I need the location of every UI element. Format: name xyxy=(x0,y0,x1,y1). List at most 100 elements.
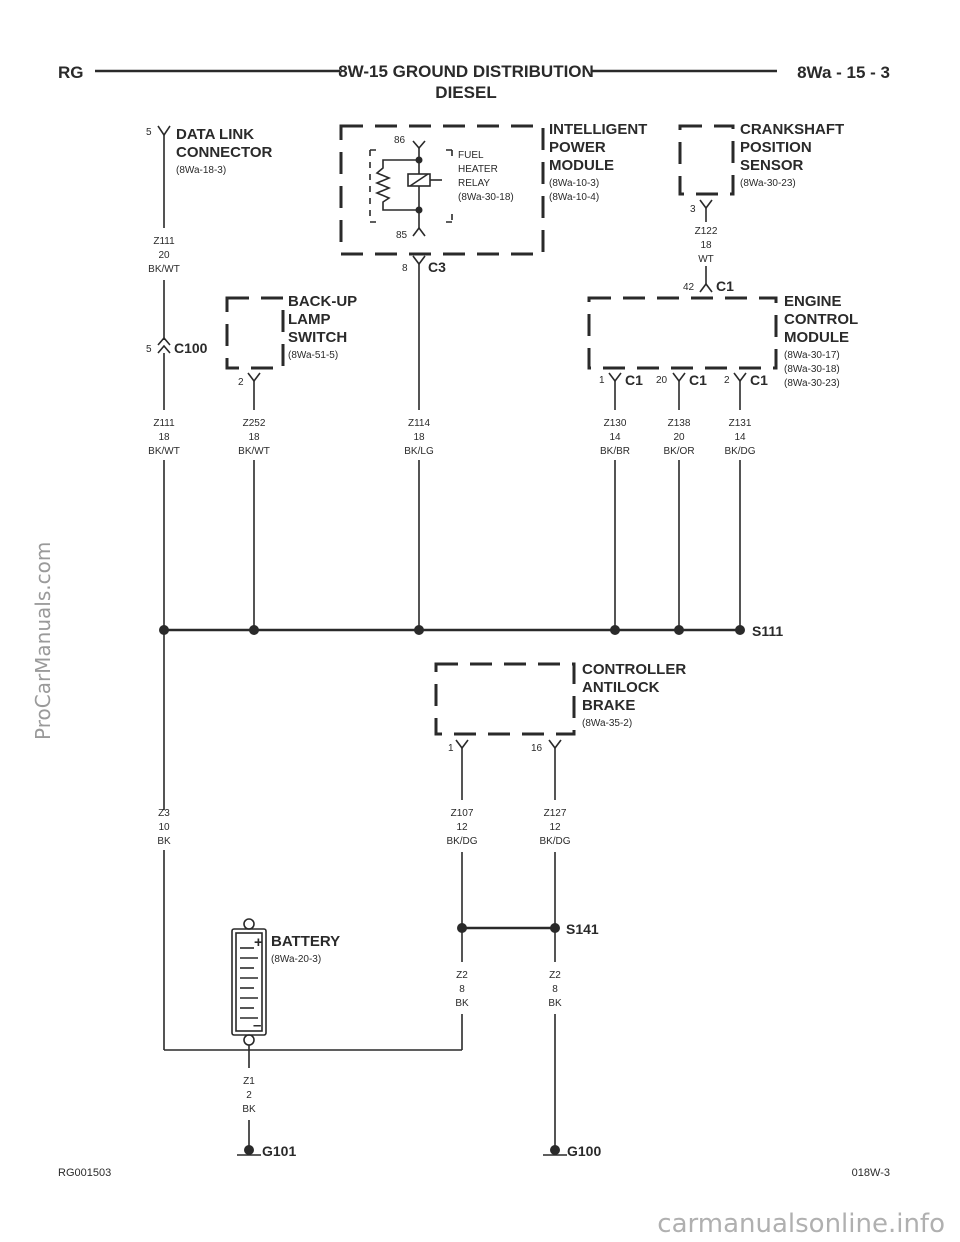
battery-plus-icon: + xyxy=(254,934,263,951)
c100-label: C100 xyxy=(174,340,208,356)
intelligent-power-module: INTELLIGENT POWER MODULE (8Wa-10-3) (8Wa… xyxy=(339,121,647,256)
relay-label-1: FUEL xyxy=(458,150,484,161)
wire-circuit: Z1 xyxy=(243,1076,255,1087)
ecm-conn-b: C1 xyxy=(689,372,707,388)
wire-color: BK/DG xyxy=(539,836,570,847)
side-watermark: ProCarManuals.com xyxy=(31,542,55,740)
battery-ref: (8Wa-20-3) xyxy=(271,954,321,965)
ecm-pin-c-icon xyxy=(733,372,747,383)
c100-pin: 5 xyxy=(146,344,152,355)
wire-circuit: Z130 xyxy=(604,418,627,429)
ground-g101: G101 xyxy=(237,1143,296,1159)
ipm-c3-connector: 8 C3 xyxy=(402,255,446,275)
dlc-ref: (8Wa-18-3) xyxy=(176,165,226,176)
battery-label: BATTERY xyxy=(271,933,340,950)
ipm-c3-label: C3 xyxy=(428,259,446,275)
ipm-c3-icon xyxy=(412,255,426,266)
header-right: 8Wa - 15 - 3 xyxy=(797,63,890,82)
ckp-label-3: SENSOR xyxy=(740,157,804,174)
wire-color: BK/DG xyxy=(724,446,755,457)
wire-color: BK/LG xyxy=(404,446,434,457)
relay-ref: (8Wa-30-18) xyxy=(458,192,514,203)
crankshaft-position-sensor: CRANKSHAFT POSITION SENSOR (8Wa-30-23) 3 xyxy=(678,121,844,215)
c100-connector: 5 C100 xyxy=(146,336,208,356)
ckp-connector-icon xyxy=(699,199,713,210)
wire-circuit: Z252 xyxy=(243,418,266,429)
ecm-pin-a: 1 xyxy=(599,375,605,386)
dlc-label-2: CONNECTOR xyxy=(176,144,273,161)
wire-label-z107: Z107 12 BK/DG xyxy=(446,808,477,847)
abs-label-3: BRAKE xyxy=(582,697,635,714)
abs-pin-a-icon xyxy=(455,739,469,750)
ckp-box xyxy=(678,124,735,196)
wire-gauge: 18 xyxy=(248,432,260,443)
abs-label-2: ANTILOCK xyxy=(582,679,660,696)
backup-switch-box xyxy=(225,296,285,370)
relay-pin-85-icon xyxy=(412,226,426,237)
ipm-ref-2: (8Wa-10-4) xyxy=(549,192,599,203)
wire-circuit: Z114 xyxy=(408,418,430,429)
wire-gauge: 12 xyxy=(549,822,561,833)
dlc-pin: 5 xyxy=(146,127,152,138)
abs-ref: (8Wa-35-2) xyxy=(582,718,632,729)
wire-color: BK/DG xyxy=(446,836,477,847)
backup-label-2: LAMP xyxy=(288,311,331,328)
dlc-connector-icon xyxy=(157,125,171,137)
s141-label: S141 xyxy=(566,921,599,937)
ipm-pin: 8 xyxy=(402,263,408,274)
relay-outline xyxy=(369,149,453,223)
abs-pin-a: 1 xyxy=(448,743,454,754)
relay-pin-86-icon xyxy=(412,140,426,150)
wire-color: BK xyxy=(157,836,171,847)
wire-label-z130: Z130 14 BK/BR xyxy=(600,418,630,457)
ckp-label-1: CRANKSHAFT xyxy=(740,121,844,138)
ecm-conn-c: C1 xyxy=(750,372,768,388)
ecm-ref-1: (8Wa-30-17) xyxy=(784,350,840,361)
relay-label-2: HEATER xyxy=(458,164,498,175)
page-header: RG 8W-15 GROUND DISTRIBUTION 8Wa - 15 - … xyxy=(58,62,890,102)
wire-gauge: 18 xyxy=(700,240,712,251)
backup-label-3: SWITCH xyxy=(288,329,347,346)
ecm-top-connector-icon xyxy=(699,282,713,293)
ecm-label-2: CONTROL xyxy=(784,311,858,328)
wire-label-z111-upper: Z111 20 BK/WT xyxy=(148,236,180,275)
ipm-label-3: MODULE xyxy=(549,157,614,174)
ecm-pin-a-icon xyxy=(608,372,622,383)
wire-gauge: 10 xyxy=(158,822,170,833)
wire-label-z2a: Z2 8 BK xyxy=(455,970,469,1009)
wire-label-z131: Z131 14 BK/DG xyxy=(724,418,755,457)
s111-node xyxy=(610,625,620,635)
ecm-ref-3: (8Wa-30-23) xyxy=(784,378,840,389)
dlc-label-1: DATA LINK xyxy=(176,126,254,143)
wire-color: BK xyxy=(242,1104,256,1115)
wire-gauge: 18 xyxy=(413,432,425,443)
wire-label-z122: Z122 18 WT xyxy=(695,226,718,265)
wire-gauge: 18 xyxy=(158,432,170,443)
header-left: RG xyxy=(58,63,84,82)
ecm-ref-2: (8Wa-30-18) xyxy=(784,364,840,375)
relay-pin-85: 85 xyxy=(396,230,408,241)
g101-label: G101 xyxy=(262,1143,296,1159)
relay-pin-86: 86 xyxy=(394,135,406,146)
ipm-ref-1: (8Wa-10-3) xyxy=(549,178,599,189)
c100-female-icon xyxy=(157,336,171,346)
abs-label-1: CONTROLLER xyxy=(582,661,686,678)
s111-node xyxy=(249,625,259,635)
relay-label-3: RELAY xyxy=(458,178,490,189)
wire-label-z138: Z138 20 BK/OR xyxy=(663,418,694,457)
backup-lamp-switch: BACK-UP LAMP SWITCH (8Wa-51-5) 2 xyxy=(225,293,357,388)
wire-label-z2b: Z2 8 BK xyxy=(548,970,562,1009)
wire-circuit: Z127 xyxy=(544,808,567,819)
abs-pin-b-icon xyxy=(548,739,562,750)
wire-color: BK/OR xyxy=(663,446,694,457)
s111-node xyxy=(674,625,684,635)
ecm-conn-a: C1 xyxy=(625,372,643,388)
header-title: 8W-15 GROUND DISTRIBUTION xyxy=(338,62,594,81)
relay-resistor-icon xyxy=(374,159,419,211)
wire-gauge: 12 xyxy=(456,822,468,833)
wire-gauge: 20 xyxy=(158,250,170,261)
wire-color: BK/WT xyxy=(148,446,180,457)
ecm-pin-b-icon xyxy=(672,372,686,383)
s111-node xyxy=(414,625,424,635)
